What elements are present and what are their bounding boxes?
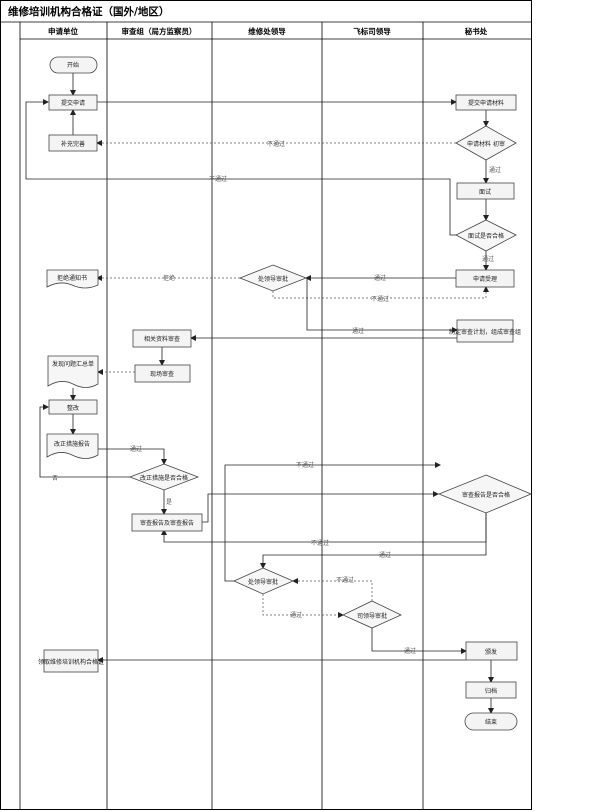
node-issue-cert — [465, 641, 518, 661]
node-issue-summary — [47, 355, 99, 388]
label-report-not-pass: 不通过 — [311, 539, 329, 547]
node-start — [49, 56, 98, 74]
edge-leader2-dept — [262, 594, 344, 618]
node-issue-cert-label: 颁发 — [485, 648, 497, 656]
lane-header-secretariat: 秘书处 — [465, 26, 488, 36]
node-doc-review — [132, 329, 192, 348]
label-dept-not-pass: 不通过 — [336, 576, 354, 584]
node-rectify-report-label: 改正措施报告 — [54, 440, 90, 448]
node-leader-approve-2-label: 处领导审批 — [248, 578, 278, 586]
edge-leader-not-pass — [272, 286, 489, 299]
node-onsite-review-label: 现场审查 — [150, 370, 174, 378]
node-onsite-review — [134, 364, 191, 383]
node-interview-pass — [455, 219, 517, 252]
node-interview-label: 面试 — [479, 188, 491, 196]
lane-header-maintenance-leader: 维修处领导 — [248, 26, 286, 36]
label-dept-pass: 通过 — [404, 647, 416, 655]
node-submit-application — [48, 94, 98, 111]
label-leader-reject: 拒绝 — [163, 274, 175, 282]
edge-dept-fail — [292, 578, 373, 601]
node-report-pass-label: 审查报告是否合格 — [462, 491, 510, 499]
label-interview-not-pass: 不通过 — [209, 175, 227, 183]
node-supplement-label: 补充完善 — [61, 140, 85, 148]
node-submit-materials — [455, 94, 517, 111]
lane-header-applicant: 申请单位 — [48, 26, 78, 36]
node-doc-review-label: 相关资料审查 — [144, 335, 180, 343]
node-application-accepted-label: 申请受理 — [473, 275, 497, 283]
lane-header-flight-standards-leader: 飞标司领导 — [353, 26, 391, 36]
node-review-report-label: 审查报告及审查报告 — [140, 519, 194, 527]
label-leader2-not-pass: 不通过 — [296, 461, 314, 469]
node-reject-notice — [46, 269, 99, 289]
label-leader-pass: 通过 — [352, 327, 364, 335]
node-review-report — [131, 513, 203, 532]
node-end — [464, 712, 518, 731]
edge-review-report-pass — [202, 491, 439, 523]
node-leader-approve-2 — [233, 567, 295, 595]
label-interview-pass: 通过 — [482, 255, 494, 263]
node-plan-team-label: 制定审查计划，组成审查组 — [449, 328, 521, 336]
node-rectify-report — [46, 433, 99, 459]
outer-frame — [0, 0, 532, 810]
label-leader-not-pass: 不通过 — [371, 295, 389, 303]
label-check-not-pass: 不通过 — [267, 140, 285, 148]
edge-report-rectify-pass — [97, 448, 167, 465]
node-leader-approve-1 — [238, 264, 308, 292]
node-archive-label: 归档 — [485, 687, 497, 695]
node-dept-approve-label: 司领导审批 — [357, 612, 387, 620]
node-application-accepted — [455, 269, 515, 288]
edge-dept-issue — [371, 628, 467, 654]
node-submit-materials-label: 提交申请材料 — [468, 99, 504, 107]
edge-leader2-fail — [224, 462, 441, 582]
node-interview — [456, 182, 515, 200]
node-leader-approve-1-label: 处领导审批 — [258, 275, 288, 283]
diagram-title: 维修培训机构合格证（国外/地区） — [8, 5, 169, 18]
node-rectify-pass-label: 改正措施是否合格 — [140, 474, 188, 482]
node-reject-notice-label: 拒绝通知书 — [57, 274, 87, 282]
node-rectify — [48, 399, 98, 415]
node-rectify-pass — [128, 463, 200, 491]
node-issue-summary-label-text: 发现问题汇总单 — [52, 360, 94, 368]
label-rectify-no: 否 — [52, 475, 58, 482]
node-interview-pass-label: 面试是否合格 — [468, 232, 504, 240]
node-end-label: 结束 — [485, 718, 497, 726]
edge-interview-fail-loop — [25, 99, 456, 236]
edge-report-leader2 — [260, 513, 487, 569]
node-supplement — [48, 134, 98, 152]
node-rectify-label: 整改 — [67, 404, 79, 412]
node-dept-approve — [342, 600, 402, 629]
edge-leader-plan — [306, 278, 458, 333]
node-submit-application-label: 提交申请 — [61, 99, 85, 107]
node-start-label: 开始 — [67, 61, 79, 69]
label-accepted-pass: 通过 — [374, 274, 386, 282]
node-issue-summary-label: 发现问题汇总单 — [52, 360, 94, 368]
node-materials-check-label: 申请材料 初审 — [467, 140, 505, 148]
node-receive-cert — [43, 649, 99, 673]
node-report-pass — [437, 474, 533, 514]
label-report-pass: 通过 — [379, 551, 391, 559]
label-check-pass: 通过 — [489, 166, 501, 174]
label-report-submit: 通过 — [130, 445, 142, 453]
node-materials-check — [455, 125, 517, 161]
label-rectify-yes: 是 — [166, 499, 172, 506]
edge-rectify-fail-loop — [39, 404, 132, 478]
label-leader2-pass: 通过 — [290, 611, 302, 619]
node-receive-cert-label: 领取维修培训机构合格证 — [38, 658, 104, 666]
node-plan-team — [456, 319, 514, 343]
lane-header-review-team: 审查组（局方监察员） — [122, 26, 197, 36]
node-archive — [465, 681, 517, 699]
